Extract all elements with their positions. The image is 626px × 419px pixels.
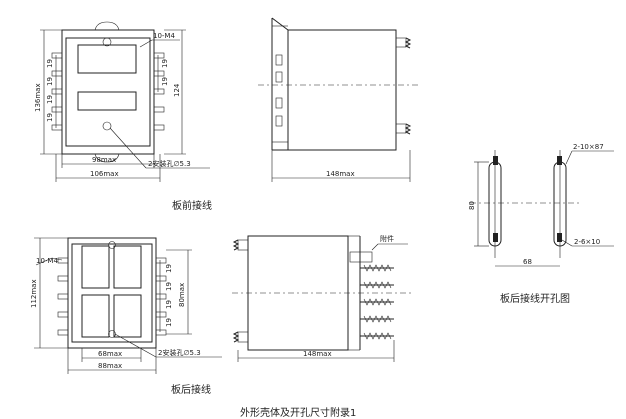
rear-dim-height-total: 112max — [30, 279, 38, 308]
side-bottom-accessory: 附件 — [380, 234, 394, 243]
cutout-dim-height: 80 — [468, 201, 476, 210]
rear-mount-hole-note: 2安装孔∅5.3 — [158, 348, 201, 357]
rear-studs — [360, 264, 394, 340]
cutout-view: 80 68 2-10×87 2-6×10 — [468, 143, 614, 267]
rear-terminals — [57, 257, 167, 336]
cutout-slot-note: 2-10×87 — [573, 143, 604, 151]
side-top-dim-depth: 148max — [326, 170, 355, 178]
front-pitch-left-3: 19 — [46, 95, 54, 104]
side-view-top: 148max — [258, 17, 420, 182]
cutout-dim-width: 68 — [523, 258, 532, 266]
front-pitch-left-2: 19 — [46, 77, 54, 86]
caption-front-wiring: 板前接线 — [172, 201, 212, 212]
front-dim-total-width: 106max — [90, 170, 119, 178]
rear-pitch-1: 19 — [165, 264, 173, 273]
rear-pitch-3: 19 — [165, 300, 173, 309]
rear-pitch-2: 19 — [165, 282, 173, 291]
rear-dim-total-width: 88max — [98, 362, 122, 370]
side-bottom-dim-depth: 148max — [303, 350, 332, 358]
front-terminals-right — [153, 52, 165, 131]
front-view: 136max 124 19 19 19 19 19 19 10-M4 98max… — [34, 21, 210, 182]
front-pitch-left-1: 19 — [46, 59, 54, 68]
front-pitch-left-4: 19 — [46, 113, 54, 122]
rear-dim-inner-width: 68max — [98, 350, 122, 358]
rear-dim-height-inner: 80max — [178, 283, 186, 307]
rear-screw-note: 10-M4 — [36, 257, 58, 265]
caption-rear-cutout: 板后接线开孔图 — [500, 294, 570, 305]
rear-view: 112max 80max 19 19 19 19 10-M4 68max 88m… — [30, 237, 222, 374]
front-mount-hole-note: 2安装孔∅5.3 — [148, 159, 191, 168]
front-pitch-right-1: 19 — [161, 59, 169, 68]
front-terminals-left — [51, 52, 63, 131]
front-pitch-right-2: 19 — [161, 77, 169, 86]
caption-rear-wiring: 板后接线 — [171, 385, 211, 396]
cutout-hole-note: 2-6×10 — [574, 238, 600, 246]
front-dim-height-inner: 124 — [173, 83, 181, 97]
side-view-bottom: 附件 148max — [232, 234, 412, 362]
front-dim-height-total: 136max — [34, 83, 42, 112]
front-dim-inner-width: 98max — [92, 156, 116, 164]
caption-footer: 外形壳体及开孔尺寸附录1 — [240, 408, 357, 419]
rear-pitch-4: 19 — [165, 318, 173, 327]
front-screw-note: 10-M4 — [153, 32, 175, 40]
